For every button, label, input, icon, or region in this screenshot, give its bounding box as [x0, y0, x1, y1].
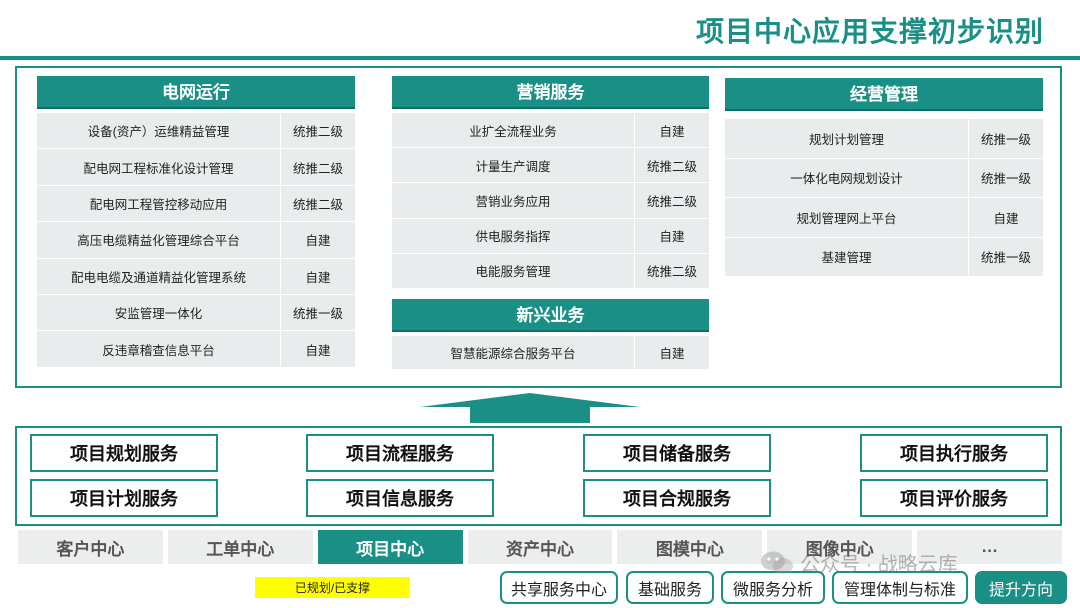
app-name: 配电电缆及通道精益化管理系统	[37, 258, 281, 294]
column-grid-operation: 电网运行 设备(资产）运维精益管理统推二级 配电网工程标准化设计管理统推二级 配…	[37, 76, 355, 368]
column-header: 新兴业务	[392, 299, 709, 332]
tab-project-center[interactable]: 项目中心	[317, 530, 463, 564]
app-name: 一体化电网规划设计	[725, 158, 969, 197]
app-status: 统推二级	[281, 185, 355, 222]
app-name: 反违章稽查信息平台	[37, 331, 281, 367]
tab-graph-model-center[interactable]: 图模中心	[617, 530, 763, 564]
service-information[interactable]: 项目信息服务	[306, 479, 494, 517]
tab-customer-center[interactable]: 客户中心	[18, 530, 163, 564]
column-header: 经营管理	[725, 78, 1043, 111]
watermark: 公众号 · 战略云库	[760, 548, 958, 577]
app-status: 自建	[281, 222, 355, 258]
app-row[interactable]: 智慧能源综合服务平台自建	[392, 336, 709, 370]
app-status: 统推二级	[635, 148, 709, 183]
app-status: 统推一级	[281, 294, 355, 331]
app-status: 自建	[969, 198, 1043, 237]
app-status: 自建	[281, 331, 355, 367]
app-name: 高压电缆精益化管理综合平台	[37, 222, 281, 258]
app-name: 智慧能源综合服务平台	[392, 336, 635, 369]
app-status: 统推二级	[635, 253, 709, 288]
app-name: 规划计划管理	[725, 119, 969, 158]
app-status: 统推一级	[969, 237, 1043, 276]
improvement-direction-button[interactable]: 提升方向	[975, 571, 1067, 604]
app-name: 设备(资产）运维精益管理	[37, 113, 281, 149]
column-emerging-business: 新兴业务 智慧能源综合服务平台自建	[392, 299, 709, 370]
app-status: 自建	[281, 258, 355, 294]
microservice-analysis-button[interactable]: 微服务分析	[721, 571, 825, 604]
app-row[interactable]: 反违章稽查信息平台自建	[37, 331, 355, 368]
app-row[interactable]: 配电电缆及通道精益化管理系统自建	[37, 258, 355, 295]
legend-planned-supported: 已规划/已支撑	[255, 577, 410, 598]
tab-image-center[interactable]: 图像中心	[767, 530, 913, 564]
app-row[interactable]: 配电网工程标准化设计管理统推二级	[37, 149, 355, 186]
app-status: 统推二级	[635, 183, 709, 218]
basic-service-button[interactable]: 基础服务	[626, 571, 714, 604]
tab-asset-center[interactable]: 资产中心	[467, 530, 613, 564]
service-execution[interactable]: 项目执行服务	[860, 434, 1048, 472]
column-header: 营销服务	[392, 76, 709, 109]
app-name: 电能服务管理	[392, 253, 635, 288]
app-status: 统推二级	[281, 149, 355, 185]
tab-more[interactable]: …	[917, 530, 1063, 564]
app-status: 自建	[635, 218, 709, 253]
column-marketing-service: 营销服务 业扩全流程业务自建 计量生产调度统推二级 营销业务应用统推二级 供电服…	[392, 76, 709, 289]
column-operation-management: 经营管理 规划计划管理统推一级 一体化电网规划设计统推一级 规划管理网上平台自建…	[725, 78, 1043, 277]
app-row[interactable]: 电能服务管理统推二级	[392, 253, 709, 289]
app-name: 业扩全流程业务	[392, 113, 635, 148]
service-compliance[interactable]: 项目合规服务	[583, 479, 771, 517]
app-row[interactable]: 规划管理网上平台自建	[725, 198, 1043, 238]
title-divider	[0, 56, 1080, 60]
app-name: 配电网工程管控移动应用	[37, 185, 281, 222]
app-name: 规划管理网上平台	[725, 198, 969, 237]
app-row[interactable]: 设备(资产）运维精益管理统推二级	[37, 113, 355, 150]
app-status: 统推一级	[969, 158, 1043, 197]
app-row[interactable]: 安监管理一体化统推一级	[37, 294, 355, 332]
app-name: 计量生产调度	[392, 148, 635, 183]
app-name: 供电服务指挥	[392, 218, 635, 253]
management-standard-button[interactable]: 管理体制与标准	[832, 571, 968, 604]
app-row[interactable]: 计量生产调度统推二级	[392, 148, 709, 184]
page-title: 项目中心应用支撑初步识别	[695, 16, 1044, 47]
watermark-text: 公众号 · 战略云库	[800, 554, 958, 576]
app-name: 安监管理一体化	[37, 294, 281, 331]
app-status: 自建	[635, 113, 709, 148]
tab-work-order-center[interactable]: 工单中心	[167, 530, 313, 564]
app-row[interactable]: 规划计划管理统推一级	[725, 119, 1043, 159]
app-row[interactable]: 高压电缆精益化管理综合平台自建	[37, 222, 355, 259]
app-name: 配电网工程标准化设计管理	[37, 149, 281, 185]
service-planning[interactable]: 项目规划服务	[30, 434, 218, 472]
service-plan[interactable]: 项目计划服务	[30, 479, 218, 517]
wechat-icon	[761, 551, 793, 574]
app-name: 基建管理	[725, 237, 969, 276]
app-status: 统推二级	[281, 113, 355, 149]
app-row[interactable]: 供电服务指挥自建	[392, 218, 709, 254]
service-process[interactable]: 项目流程服务	[306, 434, 494, 472]
center-tab-bar: 客户中心 工单中心 项目中心 资产中心 图模中心 图像中心 …	[18, 530, 1063, 564]
app-status: 自建	[635, 336, 709, 369]
app-row[interactable]: 一体化电网规划设计统推一级	[725, 158, 1043, 198]
app-status: 统推一级	[969, 119, 1043, 158]
app-row[interactable]: 配电网工程管控移动应用统推二级	[37, 185, 355, 223]
app-name: 营销业务应用	[392, 183, 635, 218]
shared-service-center-button[interactable]: 共享服务中心	[500, 571, 618, 604]
service-evaluation[interactable]: 项目评价服务	[860, 479, 1048, 517]
app-row[interactable]: 营销业务应用统推二级	[392, 183, 709, 219]
column-header: 电网运行	[37, 76, 355, 109]
service-reserve[interactable]: 项目储备服务	[583, 434, 771, 472]
app-row[interactable]: 基建管理统推一级	[725, 237, 1043, 277]
up-arrow-icon	[420, 393, 640, 423]
app-row[interactable]: 业扩全流程业务自建	[392, 113, 709, 149]
